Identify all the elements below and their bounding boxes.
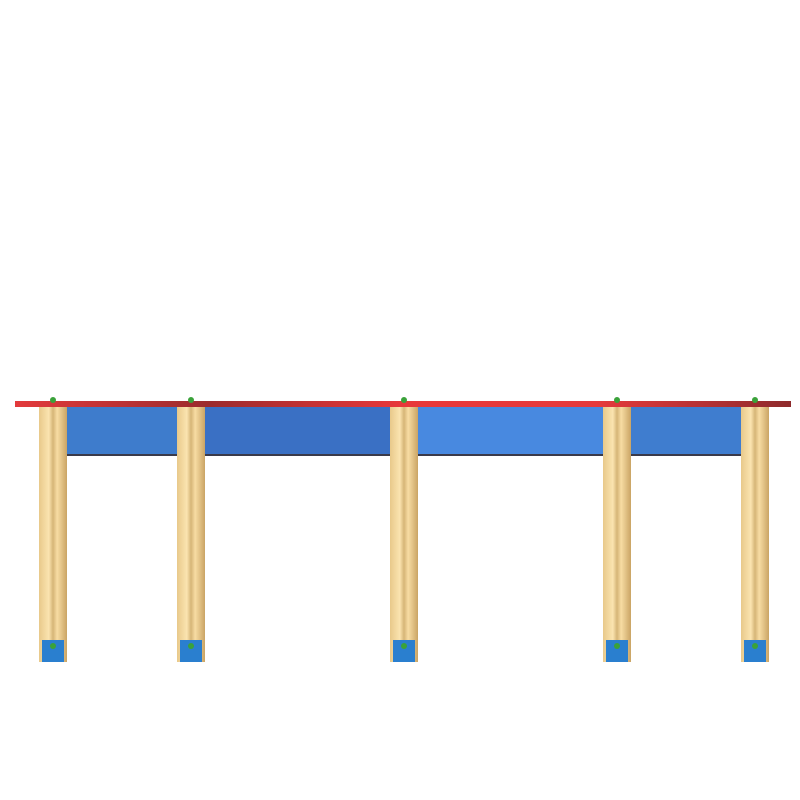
bolt-icon [752, 643, 758, 649]
leg-3 [390, 406, 418, 662]
bolt-icon [752, 397, 758, 403]
bolt-icon [401, 643, 407, 649]
bolt-icon [188, 397, 194, 403]
apron-panel-center-right [408, 406, 608, 454]
bolt-icon [614, 397, 620, 403]
bolt-icon [50, 643, 56, 649]
foot-cap [42, 640, 64, 662]
bolt-icon [50, 397, 56, 403]
leg-5 [741, 406, 769, 662]
apron-panel-left [60, 406, 180, 454]
leg-4 [603, 406, 631, 662]
leg-1 [39, 406, 67, 662]
tabletop-edge [15, 401, 791, 407]
foot-cap [744, 640, 766, 662]
bolt-icon [614, 643, 620, 649]
legs [39, 406, 769, 662]
bolt-icon [188, 643, 194, 649]
apron-panel-right [625, 406, 743, 454]
bolt-icon [401, 397, 407, 403]
apron-panel-center-left [200, 406, 408, 454]
foot-cap [180, 640, 202, 662]
foot-cap [606, 640, 628, 662]
tabletop [15, 397, 791, 407]
foot-cap [393, 640, 415, 662]
leg-2 [177, 406, 205, 662]
